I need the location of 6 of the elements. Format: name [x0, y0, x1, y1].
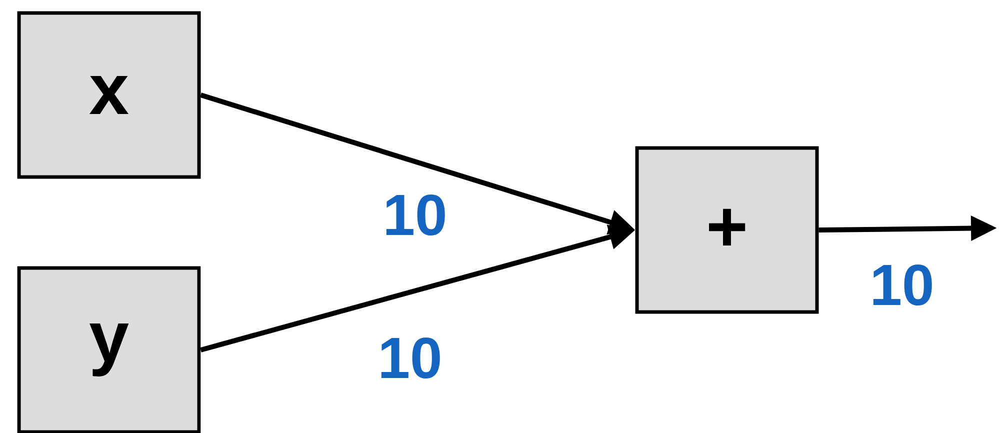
edge-label: 10: [381, 337, 440, 379]
operand-box: x: [17, 11, 201, 179]
edge-label: 10: [873, 264, 932, 306]
operand-box: y: [17, 266, 201, 433]
operand-box: +: [635, 146, 819, 314]
edge-label: 10: [386, 194, 445, 236]
